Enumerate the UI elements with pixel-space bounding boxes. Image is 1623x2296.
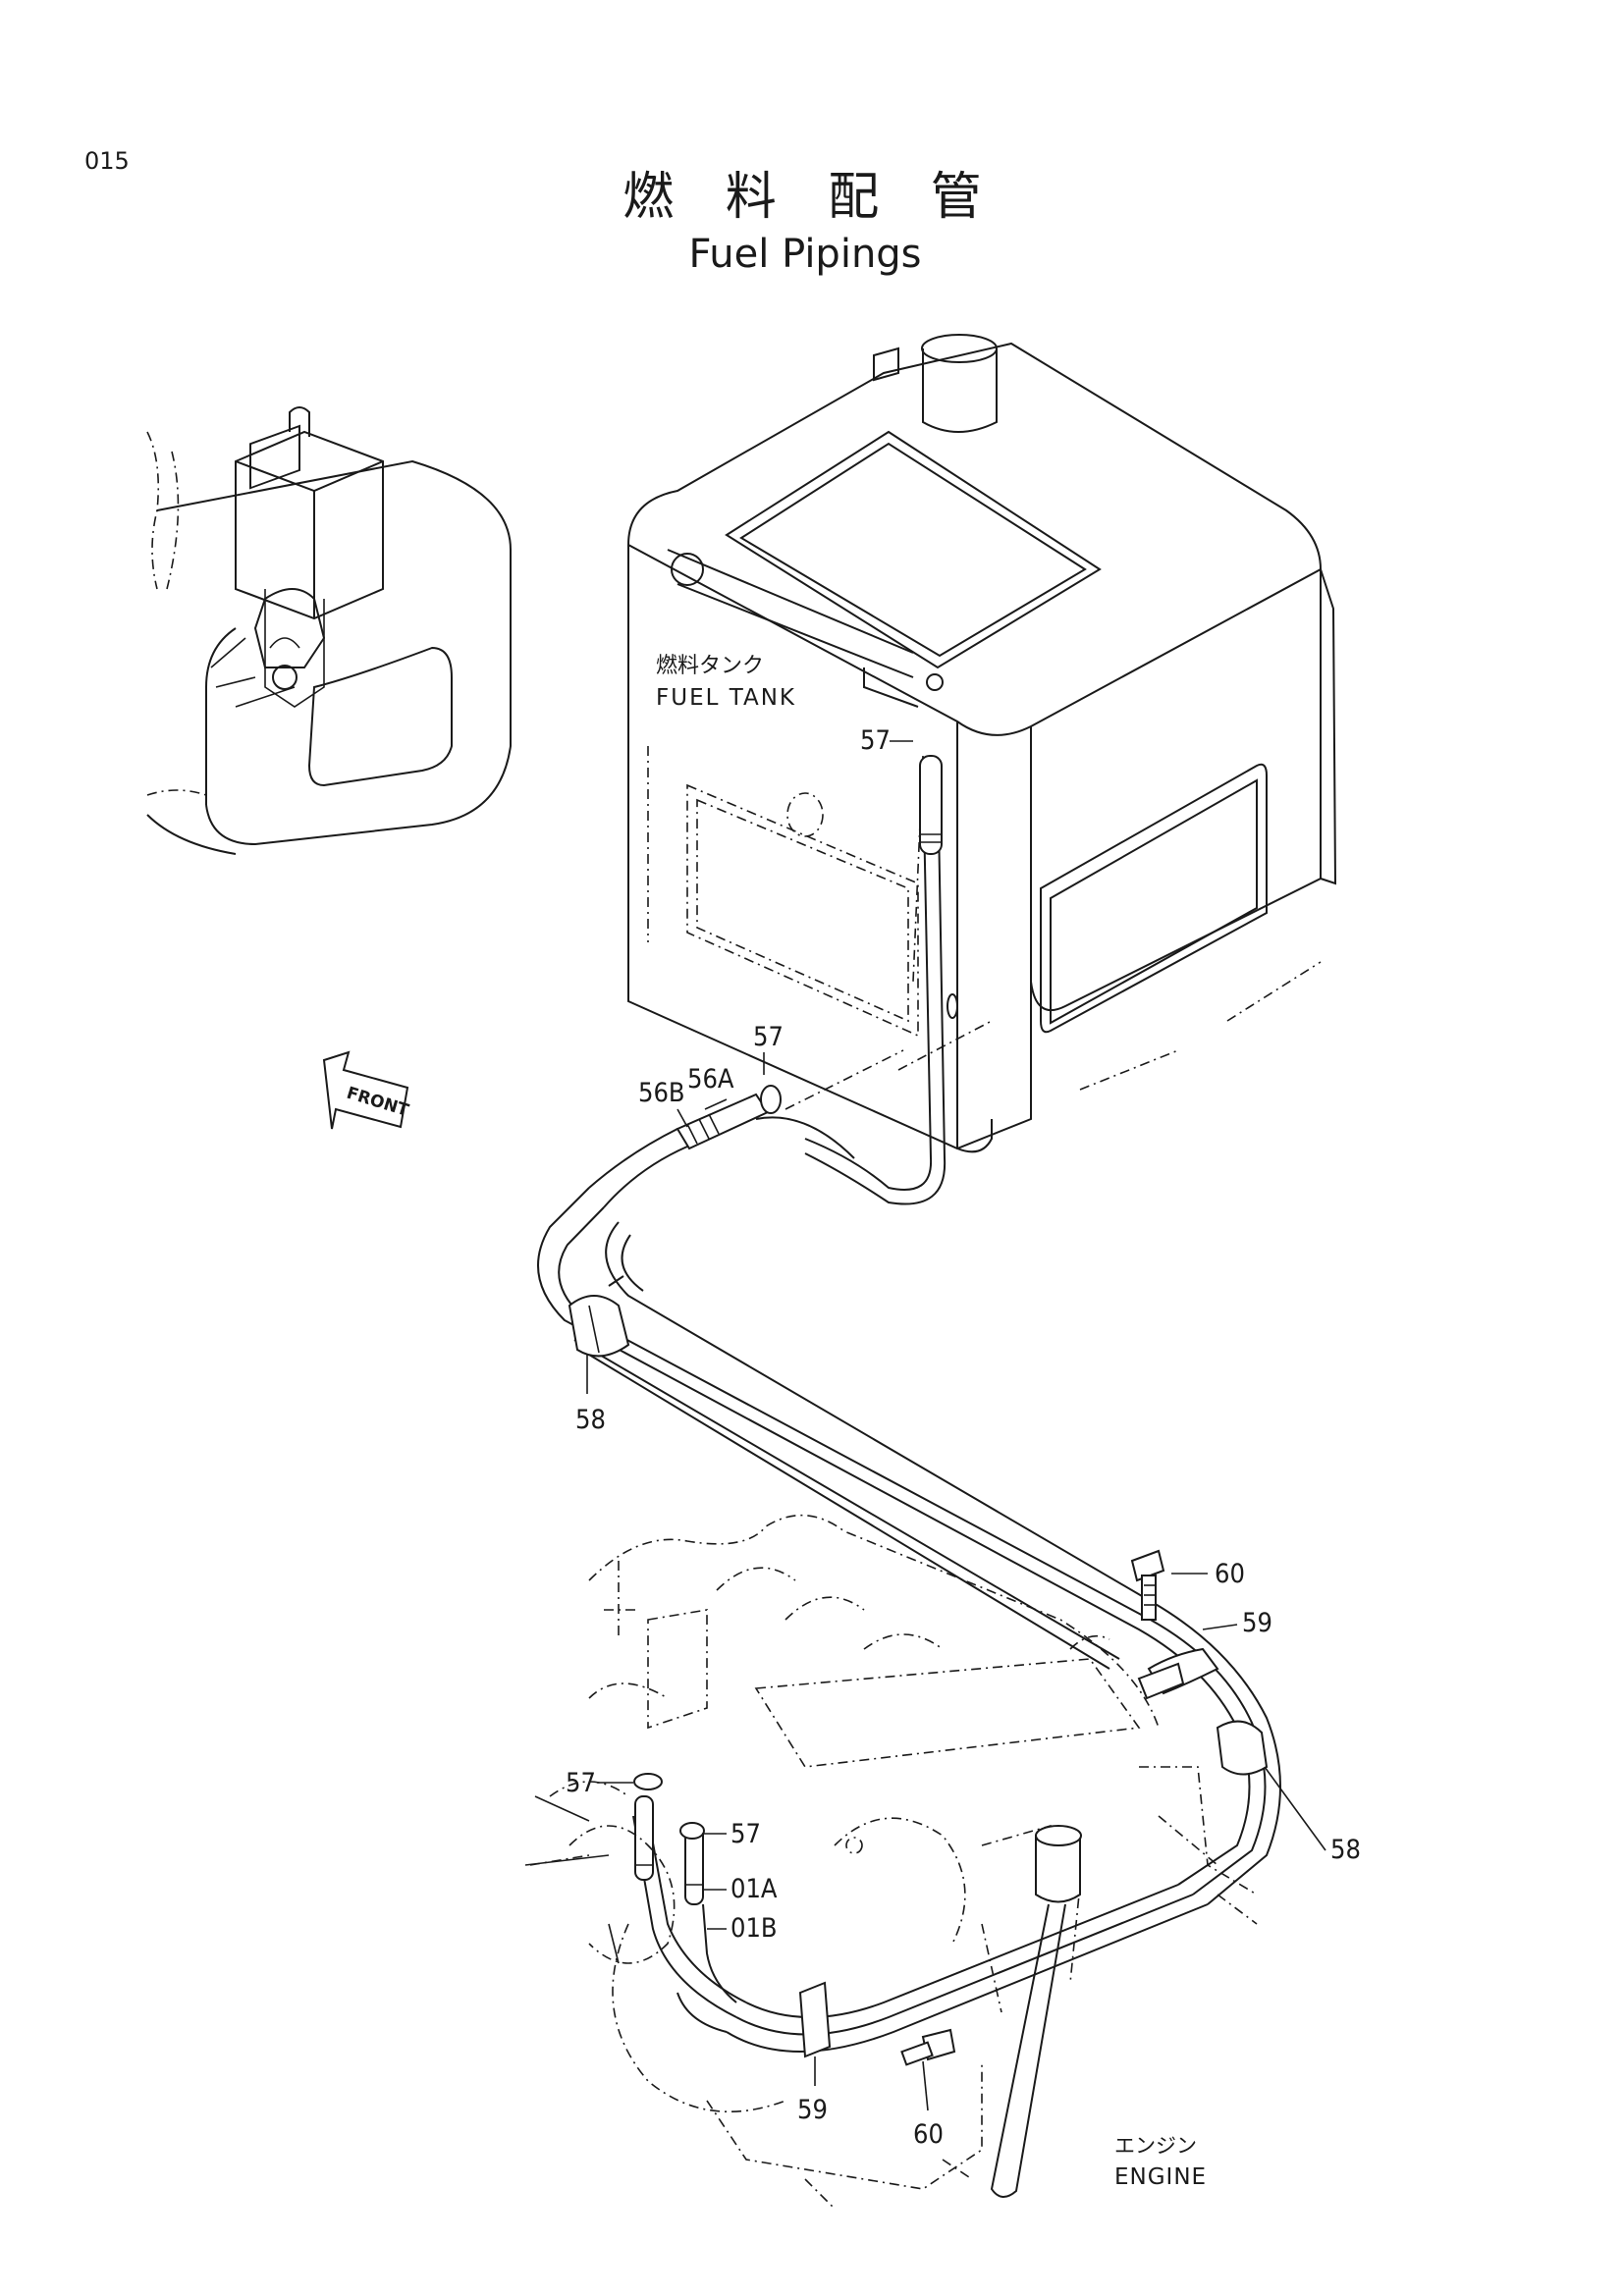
callout-57-engine-left: 57 [566, 1768, 596, 1798]
page-number: 015 [84, 147, 130, 175]
callout-59-upper: 59 [1242, 1608, 1272, 1638]
fuel-tank-label-en: FUEL TANK [656, 685, 796, 711]
engine-label-ja: エンジン [1114, 2134, 1197, 2158]
fuel-filter-detail-drawing [146, 406, 512, 855]
title-japanese: 燃 料 配 管 [622, 168, 1000, 227]
callout-57-engine-right: 57 [730, 1819, 761, 1849]
callout-01B: 01B [730, 1913, 778, 1944]
callout-58-right: 58 [1330, 1835, 1361, 1865]
callout-60-lower: 60 [913, 2119, 944, 2150]
bolt-upper [1130, 1549, 1165, 1621]
callout-59-lower: 59 [797, 2095, 828, 2125]
callout-01A: 01A [730, 1874, 778, 1904]
callout-leaders [586, 740, 1326, 2111]
fuel-tank-label-ja: 燃料タンク [656, 654, 764, 678]
callout-60-upper: 60 [1215, 1559, 1245, 1589]
callout-56B: 56B [638, 1078, 685, 1108]
callout-57-tank-top: 57 [860, 725, 891, 756]
callout-56A: 56A [687, 1064, 734, 1095]
fuel-tank-drawing [626, 334, 1337, 1153]
fuel-hoses [537, 755, 1281, 2066]
callout-57-tank-bottom: 57 [753, 1022, 784, 1052]
title-english: Fuel Pipings [688, 232, 921, 277]
callout-58-left: 58 [575, 1405, 606, 1435]
front-direction-arrow: FRONT [322, 1050, 411, 1130]
bolt-lower [900, 2028, 956, 2066]
engine-drawing [524, 1514, 1258, 2210]
engine-label-en: ENGINE [1114, 2164, 1207, 2190]
